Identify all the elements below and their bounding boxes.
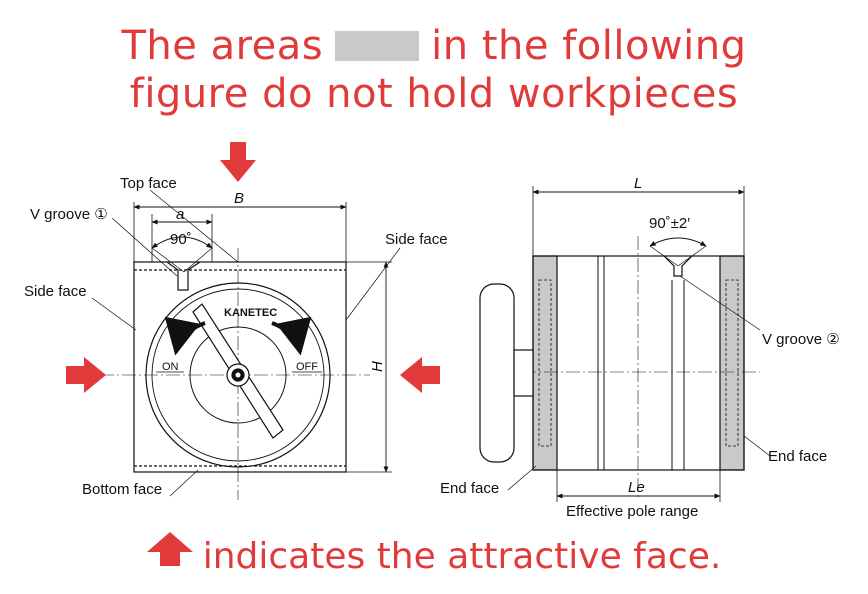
side-body-outline: [532, 255, 745, 471]
v-groove-2-shape: [663, 255, 693, 277]
side-face-right-label: Side face: [385, 231, 448, 248]
side-face-left-label: Side face: [24, 283, 87, 300]
off-arrow: [271, 316, 312, 356]
top-face-leader: [149, 189, 239, 263]
effective-pole-range-label: Effective pole range: [566, 503, 698, 520]
dial-outer: [145, 282, 331, 468]
end-face-right-leader: [743, 435, 771, 457]
angle-1-label: 90˚: [170, 231, 192, 248]
v-groove-1-label: V groove ①: [30, 206, 108, 223]
headline-line-2: figure do not hold workpieces: [129, 71, 739, 117]
attractive-face-legend-arrow: [146, 532, 193, 566]
dim-h-label: H: [369, 361, 386, 372]
brand-label: KANETEC: [224, 307, 277, 319]
top-face-label: Top face: [120, 175, 177, 192]
front-view: [91, 189, 401, 500]
v-groove-1-shape: [166, 261, 201, 291]
headline-line-1: The areas in the following: [0, 26, 868, 66]
magnet-body-outline: [133, 261, 347, 473]
dim-a-label: a: [176, 206, 184, 223]
angle-2-label: 90˚±2′: [649, 215, 690, 232]
bottom-face-leader: [169, 469, 199, 497]
v-groove-1-leader: [111, 217, 178, 277]
off-label: OFF: [296, 361, 318, 373]
on-label: ON: [162, 361, 179, 373]
attractive-face-arrow-right: [400, 357, 440, 393]
end-face-left-label: End face: [440, 480, 499, 497]
side-face-left-leader: [91, 297, 137, 331]
end-face-right-label: End face: [768, 448, 827, 465]
headline-line-1-end: in the following: [431, 23, 747, 69]
v-groove-2-leader: [679, 275, 761, 331]
lever-side: [479, 283, 515, 463]
bottom-face-label: Bottom face: [82, 481, 162, 498]
footer-text: indicates the attractive face.: [202, 536, 722, 577]
v-groove-2-label: V groove ②: [762, 331, 840, 348]
end-plate-right: [719, 255, 745, 471]
dim-b-label: B: [234, 190, 244, 207]
attractive-face-arrow-left: [66, 357, 106, 393]
end-face-left-leader: [507, 465, 537, 491]
dim-l-label: L: [634, 175, 642, 192]
side-face-right-leader: [345, 247, 401, 321]
headline-line-1-start: The areas: [121, 23, 324, 69]
footer-note: indicates the attractive face.: [0, 532, 868, 575]
dim-le-label: Le: [628, 479, 645, 496]
attractive-face-arrow-top: [220, 142, 256, 182]
nonholding-area-swatch: [335, 31, 420, 61]
side-view: [479, 186, 771, 502]
end-plate-left: [532, 255, 558, 471]
on-arrow: [164, 316, 206, 356]
